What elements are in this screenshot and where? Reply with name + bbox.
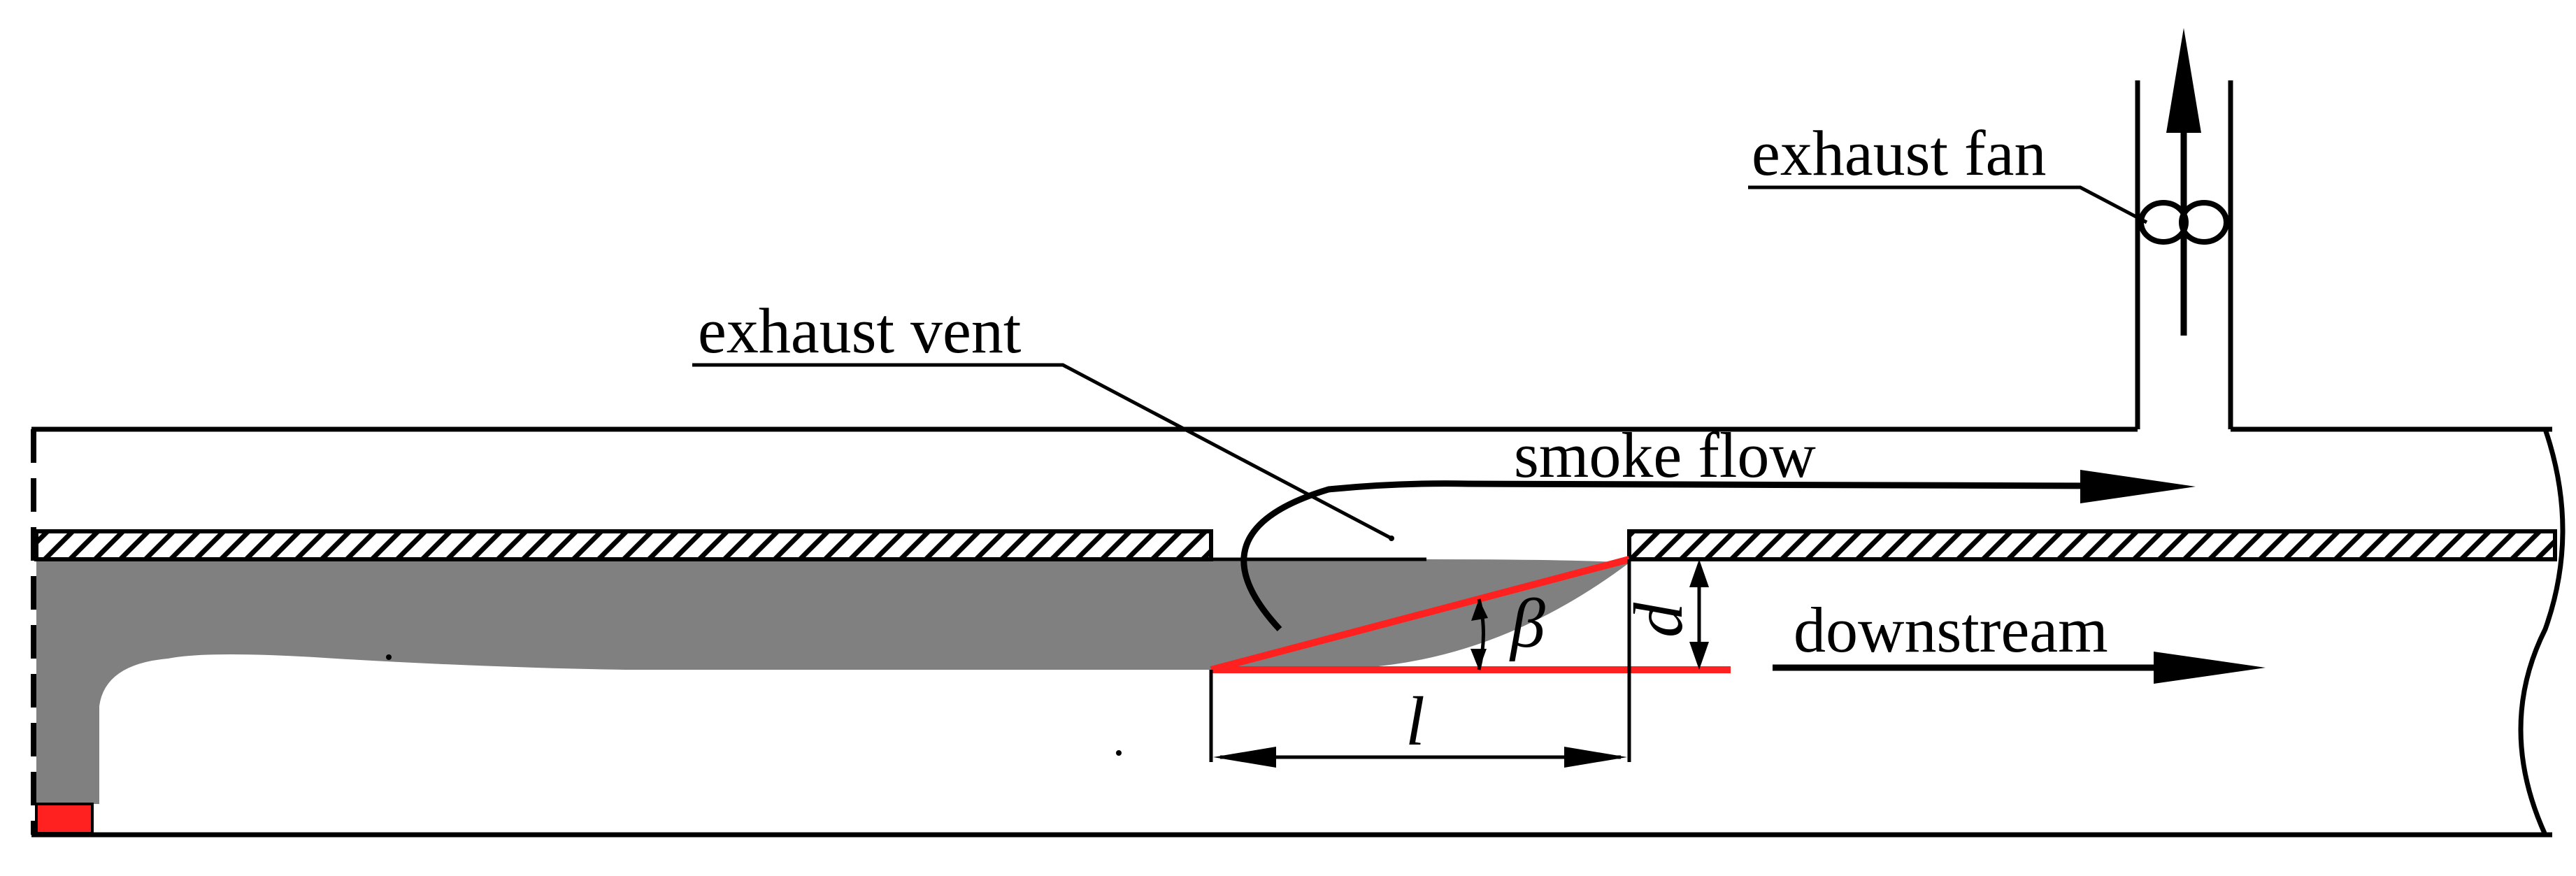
ceiling-slab-right (1627, 529, 2557, 561)
fire-source (35, 803, 94, 835)
d-arrow-top (1689, 559, 1709, 587)
exhaust-fan-icon (2138, 200, 2229, 245)
label-l: l (1405, 682, 1425, 760)
label-downstream: downstream (1794, 594, 2108, 666)
label-smoke-flow: smoke flow (1514, 419, 1816, 491)
downstream-arrow-head (2154, 652, 2266, 684)
l-arrow-right (1564, 747, 1627, 768)
d-arrow-bottom (1689, 642, 1709, 670)
smoke-layer (36, 559, 1629, 804)
beta-arc-arrow-top (1471, 599, 1488, 621)
smoke-flow-curve (1240, 480, 2105, 632)
stray-dot (386, 654, 392, 660)
label-beta: β (1509, 584, 1545, 662)
ceiling-slab-left (34, 529, 1213, 561)
smoke-flow-arrow-head (2080, 470, 2196, 503)
label-exhaust-vent: exhaust vent (698, 295, 1022, 366)
beta-arc-arrow-bottom (1471, 649, 1487, 670)
tunnel-break-line (2518, 428, 2566, 836)
exhaust-vent-leader (692, 363, 1393, 540)
label-exhaust-fan: exhaust fan (1752, 117, 2047, 189)
exhaust-fan-leader (1748, 185, 2148, 224)
red-inclined-line (1210, 556, 1631, 673)
stray-dot (1116, 750, 1122, 756)
l-arrow-left (1213, 747, 1276, 768)
stray-dot (1389, 536, 1394, 541)
label-d: d (1619, 602, 1697, 638)
shaft-arrow-head (2166, 28, 2201, 133)
